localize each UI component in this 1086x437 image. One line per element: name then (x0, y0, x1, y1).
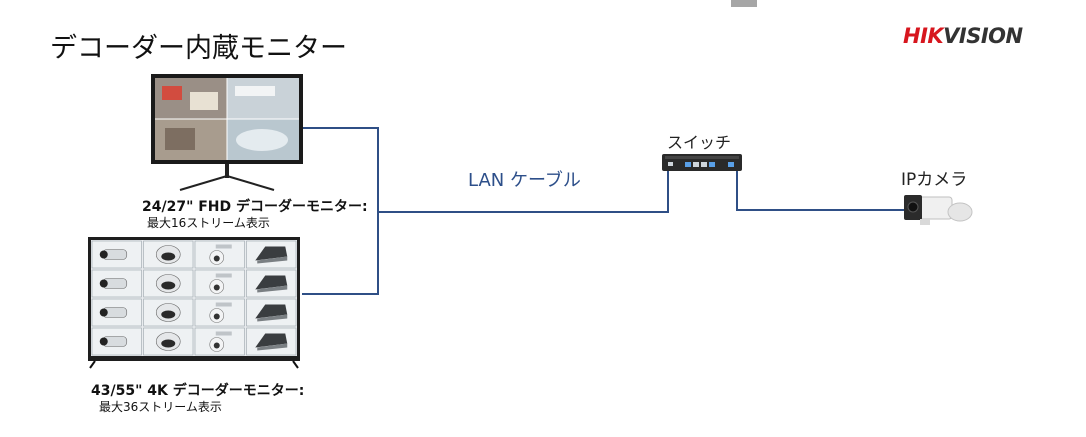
page-title: デコーダー内蔵モニター (50, 33, 347, 64)
uhd-monitor-icon (88, 237, 300, 369)
fhd-monitor-label: 24/27" FHD デコーダーモニター: (142, 199, 368, 215)
top-tab-marker (731, 0, 757, 7)
fhd-monitor-caption: 最大16ストリーム表示 (147, 216, 270, 230)
network-switch-icon (662, 154, 742, 171)
camera-wall-grid (91, 240, 297, 356)
ip-camera-icon (904, 195, 973, 225)
hikvision-logo: HIKVISION (903, 24, 1023, 48)
uhd-monitor-label: 43/55" 4K デコーダーモニター: (91, 383, 305, 399)
uhd-monitor-caption: 最大36ストリーム表示 (99, 400, 222, 414)
cable-ip-camera (736, 170, 905, 211)
switch-label: スイッチ (667, 133, 732, 152)
cable-4k-monitor (302, 212, 379, 295)
lan-cables (302, 127, 905, 295)
ip-camera-label: IPカメラ (901, 170, 968, 190)
fhd-monitor-icon (151, 74, 303, 191)
lan-cable-label: LAN ケーブル (468, 170, 581, 191)
